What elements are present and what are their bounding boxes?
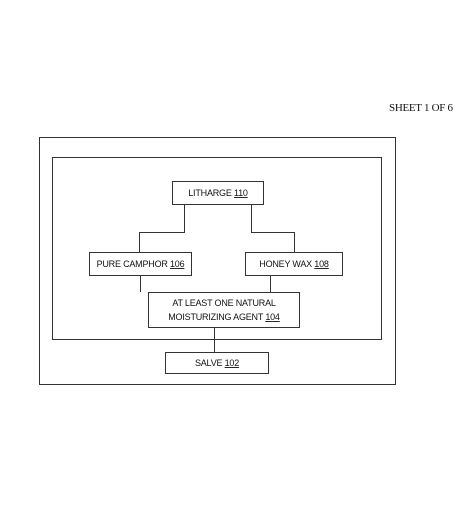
salve-label: SALVE bbox=[195, 358, 223, 368]
litharge-ref: 110 bbox=[234, 188, 248, 198]
box-salve: SALVE 102 bbox=[165, 352, 269, 374]
box-pure-camphor: PURE CAMPHOR 106 bbox=[89, 252, 192, 276]
connector-lines bbox=[139, 205, 295, 352]
svg-text:MOISTURIZING AGENT: MOISTURIZING AGENT 104 bbox=[168, 312, 280, 322]
moisturizing-agent-line2: MOISTURIZING AGENT bbox=[168, 312, 264, 322]
litharge-label: LITHARGE bbox=[188, 188, 232, 198]
honey-wax-ref: 108 bbox=[314, 259, 329, 269]
moisturizing-agent-line1: AT LEAST ONE NATURAL bbox=[172, 298, 276, 308]
salve-ref: 102 bbox=[225, 358, 240, 368]
svg-text:PURE CAMPHOR 106: PURE CAMPHOR 106 bbox=[97, 259, 185, 269]
pure-camphor-ref: 106 bbox=[170, 259, 185, 269]
inner-frame bbox=[52, 157, 382, 340]
svg-text:AT LEAST ONE NATURAL: AT LEAST ONE NATURAL bbox=[172, 298, 276, 308]
box-moisturizing-agent: AT LEAST ONE NATURAL MOISTURIZING AGENT … bbox=[148, 292, 300, 328]
svg-text:SALVE 102: SALVE 102 bbox=[195, 358, 239, 368]
pure-camphor-label: PURE CAMPHOR bbox=[97, 259, 169, 269]
sheet-label: SHEET 1 OF 6 bbox=[389, 102, 453, 114]
moisturizing-agent-ref: 104 bbox=[265, 312, 280, 322]
box-honey-wax: HONEY WAX 108 bbox=[245, 252, 343, 276]
honey-wax-label: HONEY WAX bbox=[259, 259, 312, 269]
svg-text:HONEY WAX 108: HONEY WAX 108 bbox=[259, 259, 329, 269]
connector-litharge-camphor bbox=[139, 205, 185, 252]
svg-text:LITHARGE 110: LITHARGE 110 bbox=[188, 188, 248, 198]
box-litharge: LITHARGE 110 bbox=[172, 181, 264, 205]
outer-frame bbox=[39, 137, 396, 385]
connector-litharge-honeywax bbox=[251, 205, 295, 252]
